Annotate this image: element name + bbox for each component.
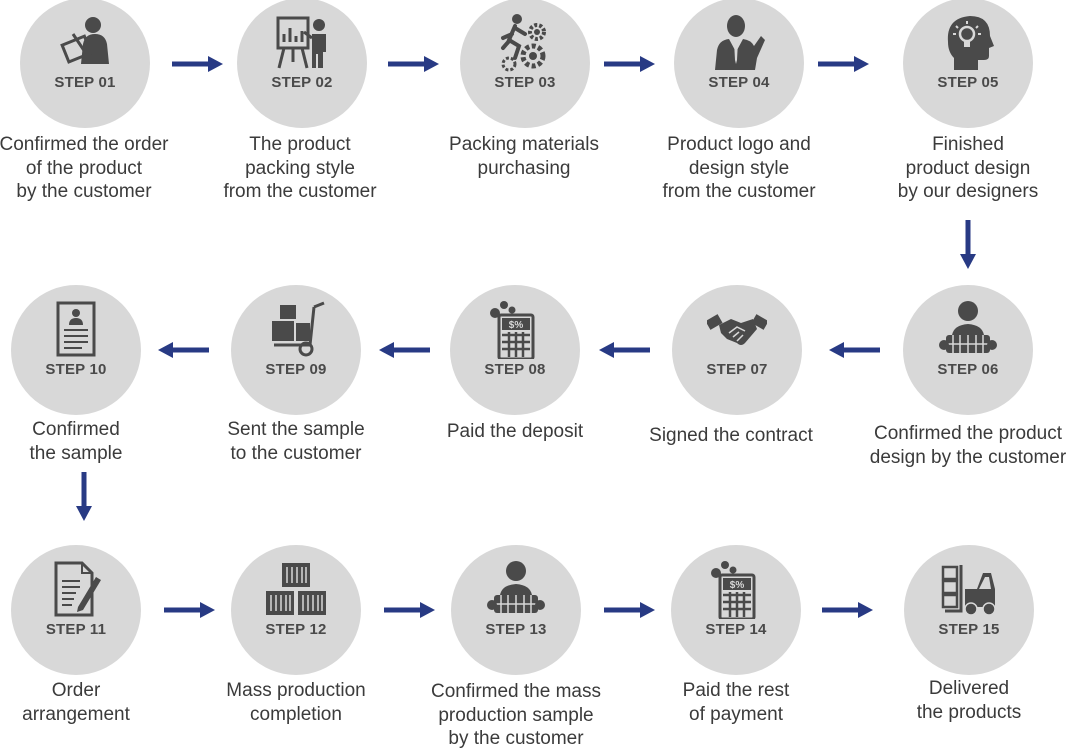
document-pen-icon (54, 561, 101, 617)
svg-text:$%: $% (509, 320, 524, 331)
step-02: STEP 02 (237, 0, 367, 128)
person-running-gears-icon (501, 14, 546, 72)
person-reviewing-order-icon (60, 17, 109, 64)
forklift-icon (941, 565, 996, 616)
step-13: STEP 13 (451, 545, 581, 675)
presentation-board-icon (276, 16, 326, 69)
arrow-left (379, 342, 430, 358)
handshake-icon (707, 314, 767, 345)
step-06: STEP 06 (903, 285, 1033, 415)
step-14: $% STEP 14 (671, 545, 801, 675)
step-09: STEP 09 (231, 285, 361, 415)
businessman-icon (715, 15, 765, 70)
arrow-right (388, 56, 439, 72)
step-number: STEP 13 (485, 621, 547, 638)
step-03: STEP 03 (460, 0, 590, 128)
person-holding-product-icon (487, 561, 545, 613)
step-04: STEP 04 (674, 0, 804, 128)
svg-text:$%: $% (730, 580, 745, 591)
hand-truck-boxes-icon (272, 301, 325, 357)
step-caption: Signed the contract (649, 425, 813, 446)
shipping-containers-icon (266, 563, 326, 615)
step-number: STEP 04 (708, 74, 770, 91)
person-holding-product-icon (939, 301, 997, 353)
step-number: STEP 05 (937, 74, 999, 91)
step-01: STEP 01 (20, 0, 150, 128)
arrow-down (76, 472, 92, 521)
arrow-down (960, 220, 976, 269)
step-number: STEP 09 (265, 361, 327, 378)
step-05: STEP 05 (903, 0, 1033, 128)
arrow-right (818, 56, 869, 72)
step-number: STEP 02 (271, 74, 333, 91)
resume-document-icon (56, 301, 96, 357)
step-number: STEP 07 (706, 361, 768, 378)
step-12: STEP 12 (231, 545, 361, 675)
calculator-coins-icon: $% (711, 561, 756, 619)
arrow-right (172, 56, 223, 72)
arrow-left (829, 342, 880, 358)
step-07: STEP 07 (672, 285, 802, 415)
step-number: STEP 15 (938, 621, 1000, 638)
head-lightbulb-icon (947, 16, 994, 70)
arrow-right (604, 602, 655, 618)
step-number: STEP 01 (54, 74, 116, 91)
arrow-right (164, 602, 215, 618)
step-number: STEP 08 (484, 361, 546, 378)
calculator-coins-icon: $% (490, 301, 535, 359)
step-10: STEP 10 (11, 285, 141, 415)
step-caption: Paid the deposit (446, 421, 584, 442)
arrow-right (384, 602, 435, 618)
step-15: STEP 15 (904, 545, 1034, 675)
arrow-right (604, 56, 655, 72)
arrow-right (822, 602, 873, 618)
step-number: STEP 12 (265, 621, 327, 638)
step-number: STEP 06 (937, 361, 999, 378)
arrow-left (158, 342, 209, 358)
step-08: $% STEP 08 (450, 285, 580, 415)
step-number: STEP 14 (705, 621, 767, 638)
arrow-left (599, 342, 650, 358)
step-number: STEP 10 (45, 361, 107, 378)
step-number: STEP 11 (45, 621, 107, 638)
step-11: STEP 11 (11, 545, 141, 675)
step-number: STEP 03 (494, 74, 556, 91)
